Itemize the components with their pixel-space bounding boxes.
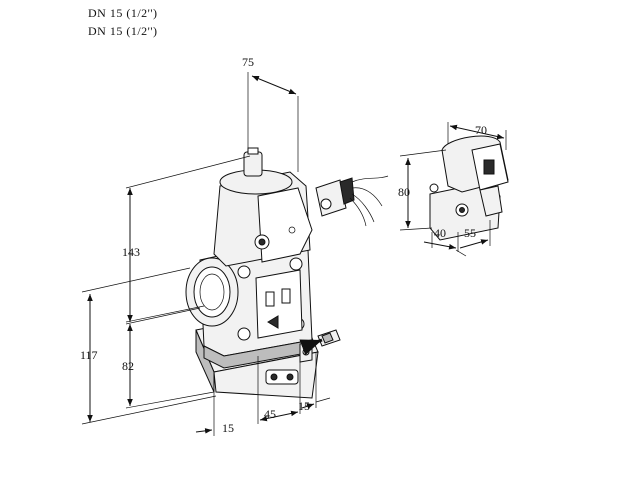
cover-mark bbox=[288, 226, 296, 234]
plug-screw bbox=[320, 198, 332, 210]
dim-117: 117 bbox=[80, 267, 217, 425]
cable-4 bbox=[349, 197, 367, 227]
dim-line-70 bbox=[449, 124, 505, 140]
dim-40-55: 40 55 bbox=[423, 220, 491, 257]
ext-82-bottom bbox=[125, 391, 215, 409]
ext-143-top bbox=[125, 155, 251, 189]
small-nut bbox=[479, 185, 503, 217]
front-plate bbox=[255, 269, 303, 339]
base-screw-2 bbox=[286, 373, 294, 381]
label-82: 82 bbox=[122, 359, 134, 373]
connector-plug bbox=[315, 175, 389, 227]
dim-80: 80 bbox=[398, 149, 447, 231]
bolt-1 bbox=[237, 265, 251, 279]
side-fitting-port bbox=[302, 348, 310, 356]
label-55: 55 bbox=[464, 226, 476, 240]
label-143: 143 bbox=[122, 245, 140, 259]
small-valve bbox=[429, 135, 509, 241]
ext-80-top bbox=[399, 149, 447, 157]
header-line-1: DN 15 (1/2'') bbox=[88, 6, 158, 20]
header-line-2: DN 15 (1/2'') bbox=[88, 24, 158, 38]
label-117: 117 bbox=[80, 348, 98, 362]
label-15b: 15 bbox=[298, 399, 310, 413]
dim-82: 82 bbox=[122, 305, 215, 409]
main-valve bbox=[185, 147, 319, 399]
test-nipple-1 bbox=[265, 291, 275, 307]
test-nipple-2 bbox=[281, 288, 291, 304]
fitting-arrow bbox=[299, 338, 323, 356]
dim-bottom: 15 45 15 bbox=[195, 352, 331, 436]
dim-tail-55 bbox=[455, 249, 467, 257]
ext-143-bottom bbox=[125, 307, 201, 325]
actuator-front-cover bbox=[257, 187, 313, 263]
flow-arrow-icon bbox=[267, 315, 279, 329]
dim-line-15b bbox=[301, 403, 315, 409]
inlet-opening bbox=[193, 266, 231, 318]
dim-143: 143 bbox=[122, 155, 251, 325]
base-screw-1 bbox=[270, 373, 278, 381]
cable-3 bbox=[351, 193, 375, 223]
label-40: 40 bbox=[434, 226, 446, 240]
plug-clamp bbox=[339, 177, 355, 205]
ext-82-top bbox=[125, 305, 205, 323]
ext-117-top bbox=[81, 267, 191, 293]
dim-line-40 bbox=[423, 241, 457, 250]
top-knob bbox=[243, 151, 263, 177]
dim-line-45 bbox=[259, 410, 299, 422]
dim-line-15a bbox=[195, 428, 213, 434]
dim-line-75 bbox=[251, 75, 297, 95]
ext-117-bottom bbox=[81, 395, 217, 425]
top-knob-cap bbox=[247, 147, 259, 155]
small-valve-port-core bbox=[459, 207, 465, 213]
small-screw bbox=[429, 183, 439, 193]
ext-80-bottom bbox=[399, 227, 433, 231]
cover-screw bbox=[258, 238, 266, 246]
dim-tail-15b bbox=[315, 397, 331, 403]
cable-1 bbox=[351, 175, 389, 183]
label-45: 45 bbox=[264, 407, 276, 421]
inlet-thread bbox=[199, 273, 225, 311]
label-75: 75 bbox=[242, 55, 254, 69]
dim-75: 75 bbox=[242, 55, 299, 172]
bolt-2 bbox=[289, 257, 303, 271]
dim-70: 70 bbox=[447, 122, 507, 150]
dim-line-55 bbox=[459, 239, 489, 249]
fitting-nut bbox=[321, 332, 334, 344]
label-70: 70 bbox=[475, 123, 487, 137]
small-coil-window bbox=[483, 159, 495, 175]
pressure-fitting bbox=[299, 329, 341, 356]
cable-2 bbox=[351, 187, 383, 207]
bolt-3 bbox=[237, 327, 251, 341]
label-15a: 15 bbox=[222, 421, 234, 435]
label-80: 80 bbox=[398, 185, 410, 199]
